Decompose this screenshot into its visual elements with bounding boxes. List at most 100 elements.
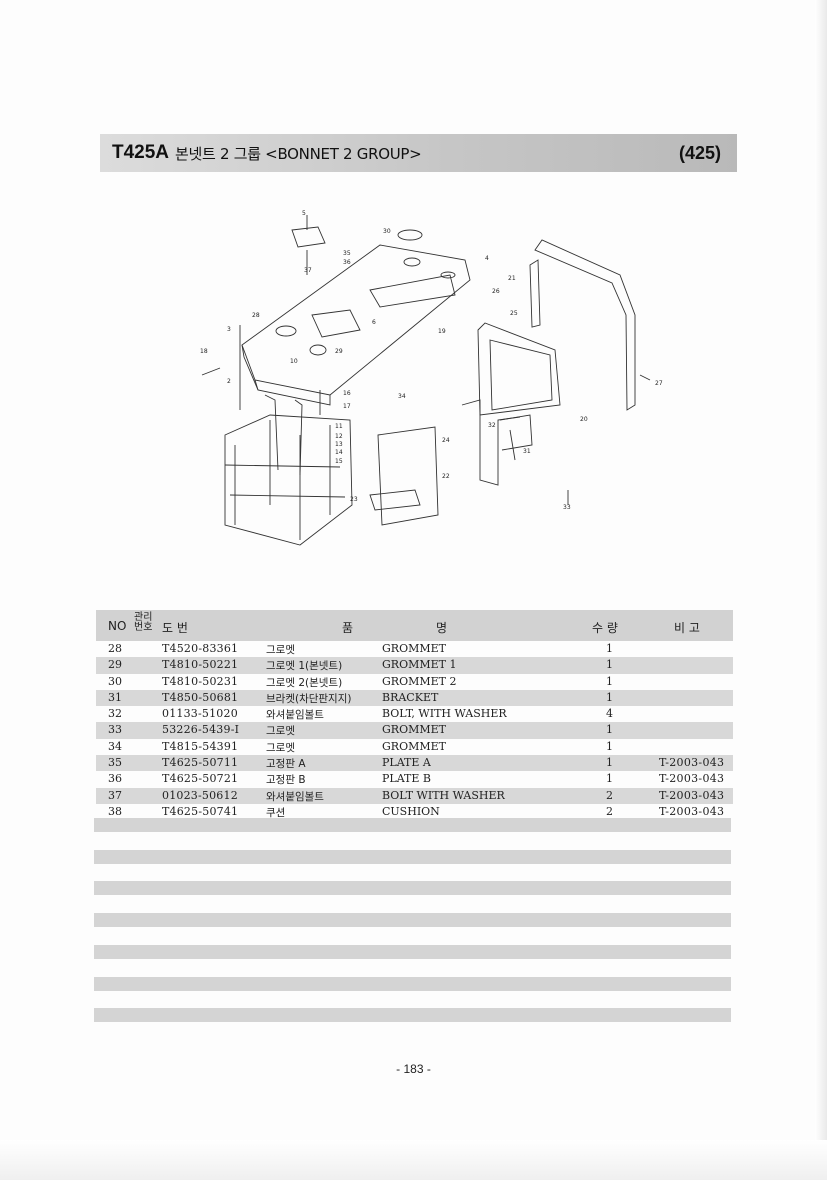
- cell-part-number: T4810-50231: [162, 674, 239, 688]
- cell-no: 32: [108, 707, 122, 721]
- page-edge-shadow: [815, 0, 827, 1180]
- bonnet-panel: [241, 244, 471, 396]
- cell-quantity: 1: [606, 658, 613, 672]
- cell-no: 37: [108, 788, 122, 802]
- callout-label: 14: [335, 449, 343, 456]
- callout-label: 34: [398, 393, 406, 400]
- lower-frame: [224, 414, 353, 546]
- callout-label: 13: [335, 441, 343, 448]
- cell-part-number: T4850-50681: [162, 690, 239, 704]
- cell-part-number: T4810-50221: [162, 658, 239, 672]
- empty-row-band: [94, 1008, 731, 1022]
- grommet-28-icon: [397, 229, 423, 241]
- cell-korean-name: 그로멧 2(본넷트): [266, 676, 343, 689]
- callout-labels: 5 30 35 36 37 4 21 26 25 28 19 6 3 29 18…: [200, 210, 663, 511]
- callout-label: 4: [485, 255, 489, 262]
- cell-remarks: T-2003-043: [659, 788, 725, 802]
- cell-part-number: T4625-50711: [162, 756, 239, 770]
- header-mgmt-top: 관리: [134, 612, 153, 623]
- frame-arch: [534, 239, 636, 411]
- header-qty: 수 량: [592, 621, 618, 635]
- cell-quantity: 1: [606, 690, 613, 704]
- callout-label: 17: [343, 403, 351, 410]
- cell-korean-name: 고정판 A: [266, 758, 306, 771]
- callout-label: 2: [227, 378, 231, 385]
- empty-row-band: [94, 850, 731, 864]
- callout-label: 23: [350, 496, 358, 503]
- callout-label: 10: [290, 358, 298, 365]
- callout-label: 27: [655, 380, 663, 387]
- cell-english-name: GROMMET: [382, 642, 446, 655]
- cell-english-name: PLATE B: [382, 772, 431, 786]
- cell-part-number: 01023-50612: [162, 788, 238, 802]
- group-number: (425): [678, 142, 721, 163]
- cell-quantity: 1: [606, 756, 613, 770]
- header-no: NO: [108, 619, 127, 633]
- cell-quantity: 1: [606, 674, 613, 688]
- cell-no: 31: [108, 690, 122, 704]
- cell-remarks: T-2003-043: [659, 756, 725, 770]
- cell-quantity: 2: [606, 788, 613, 802]
- cell-english-name: CUSHION: [382, 804, 440, 818]
- cell-quantity: 1: [606, 772, 613, 786]
- cell-korean-name: 그로멧 1(본넷트): [266, 660, 343, 673]
- callout-label: 12: [335, 433, 343, 440]
- header-mgmt-bottom: 번호: [134, 622, 153, 633]
- cell-quantity: 4: [606, 707, 613, 721]
- cell-english-name: PLATE A: [382, 756, 431, 770]
- group-code: T425A: [112, 142, 170, 163]
- cell-english-name: GROMMET 2: [382, 674, 457, 688]
- cell-part-number: T4625-50721: [162, 772, 239, 786]
- empty-row-band: [94, 818, 731, 832]
- shield-plate: [377, 426, 439, 526]
- table-body: 28 T4520-83361 그로멧 GROMMET 1 29 T4810-50221 그로멧…: [96, 641, 733, 820]
- cell-part-number: T4520-83361: [162, 642, 239, 655]
- empty-row-band: [94, 913, 731, 927]
- table-row: 30 T4810-50231 그로멧 2(본넷트) GROMMET 2 1: [96, 674, 733, 690]
- cell-korean-name: 그로멧: [266, 741, 295, 754]
- cell-no: 34: [108, 739, 122, 753]
- header-remarks: 비 고: [674, 621, 700, 635]
- cell-no: 33: [108, 723, 122, 737]
- cell-english-name: GROMMET 1: [382, 658, 457, 672]
- cell-remarks: T-2003-043: [659, 804, 725, 818]
- callout-label: 19: [438, 328, 446, 335]
- exploded-parts-diagram: 5 30 35 36 37 4 21 26 25 28 19 6 3 29 18…: [180, 205, 663, 570]
- callout-label: 37: [304, 267, 312, 274]
- empty-row-band: [94, 945, 731, 959]
- cell-no: 29: [108, 658, 122, 672]
- section-title-bar: T425A 본넷트 2 그룹 <BONNET 2 GROUP> (425): [100, 134, 737, 172]
- callout-label: 26: [492, 288, 500, 295]
- empty-row-band: [94, 881, 731, 895]
- callout-label: 15: [335, 458, 343, 465]
- cell-quantity: 2: [606, 804, 613, 818]
- group-title: 본넷트 2 그룹 <BONNET 2 GROUP>: [175, 144, 422, 163]
- page-bottom-shade: [0, 1140, 827, 1180]
- table-row: 29 T4810-50221 그로멧 1(본넷트) GROMMET 1 1: [96, 657, 733, 674]
- cell-english-name: GROMMET: [382, 739, 446, 753]
- cell-korean-name: 그로멧: [266, 725, 295, 738]
- parts-drawing: 5 30 35 36 37 4 21 26 25 28 19 6 3 29 18…: [200, 210, 663, 546]
- table-row: 37 01023-50612 와셔붙임볼트 BOLT WITH WASHER 2 T-20…: [96, 787, 733, 804]
- callout-label: 31: [523, 448, 531, 455]
- cell-no: 30: [108, 674, 122, 688]
- cell-quantity: 1: [606, 723, 613, 737]
- callout-label: 33: [563, 504, 571, 511]
- callout-label: 32: [488, 422, 496, 429]
- cell-english-name: GROMMET: [382, 723, 446, 737]
- cell-korean-name: 브라켓(차단판지지): [266, 692, 352, 705]
- cell-korean-name: 와셔붙임볼트: [266, 790, 324, 803]
- cell-english-name: BOLT WITH WASHER: [382, 788, 505, 802]
- cell-korean-name: 와셔붙임볼트: [266, 709, 324, 722]
- cell-no: 35: [108, 756, 122, 770]
- cell-no: 28: [108, 642, 122, 655]
- callout-label: 35: [343, 250, 351, 257]
- callout-label: 29: [335, 348, 343, 355]
